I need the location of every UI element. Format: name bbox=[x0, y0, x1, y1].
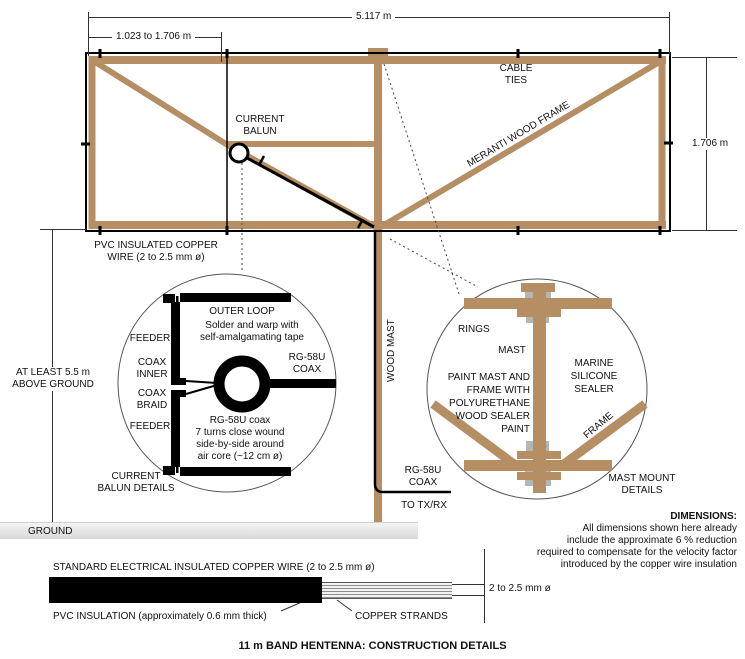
coax-coil bbox=[213, 355, 271, 413]
marine-sealer-label: MARINE SILICONE SEALER bbox=[570, 358, 618, 395]
dim-height: 1.706 m bbox=[688, 138, 733, 150]
dim-above-ground: AT LEAST 5.5 m ABOVE GROUND bbox=[8, 367, 98, 391]
detail-mast-cap bbox=[521, 283, 555, 292]
rings-label: RINGS bbox=[458, 324, 490, 335]
ring-bottom-lower bbox=[517, 472, 561, 480]
ring-bottom-upper bbox=[517, 451, 561, 459]
feeder-bottom-label: FEEDER bbox=[129, 421, 171, 432]
outer-loop-bar bbox=[180, 293, 291, 302]
outer-loop-label: OUTER LOOP bbox=[209, 306, 275, 317]
coax-feed-bar bbox=[265, 379, 336, 388]
to-txrx-label: TO TX/RX bbox=[401, 500, 447, 511]
dimensions-note-heading: DIMENSIONS: bbox=[670, 511, 737, 522]
silicone-sealer-top bbox=[525, 287, 551, 299]
rg58-detail-label: RG-58U COAX bbox=[288, 352, 326, 375]
current-balun-details-caption: CURRENT BALUN DETAILS bbox=[97, 471, 175, 494]
ground-surface bbox=[0, 522, 418, 539]
coil-note: RG-58U coax 7 turns close wound side-by-… bbox=[195, 415, 285, 462]
wood-mast-label: WOOD MAST bbox=[386, 319, 397, 382]
detail-bottom-frame-bar bbox=[464, 460, 612, 471]
coax-diagonal bbox=[246, 156, 375, 229]
pvc-insulation-bar bbox=[49, 577, 322, 603]
coax-tie-2 bbox=[356, 218, 365, 229]
current-balun-label: CURRENT BALUN bbox=[235, 114, 285, 137]
frame-label: FRAME bbox=[581, 410, 616, 442]
copper-strands-bar bbox=[322, 582, 452, 599]
dim-total-width: 5.117 m bbox=[352, 11, 396, 23]
current-balun-symbol bbox=[228, 142, 250, 164]
detail-mast bbox=[533, 283, 546, 493]
feeder-top-label: FEEDER bbox=[129, 333, 171, 344]
detail-top-frame-bar bbox=[464, 298, 612, 309]
dimensions-note: DIMENSIONS: All dimensions shown here al… bbox=[440, 511, 737, 571]
brace-center-diagonal bbox=[224, 141, 379, 231]
silicone-sealer-bottom bbox=[525, 470, 551, 486]
ring-top bbox=[517, 309, 561, 317]
ground-label: GROUND bbox=[28, 526, 73, 537]
standard-wire-label: STANDARD ELECTRICAL INSULATED COPPER WIR… bbox=[53, 562, 375, 573]
rg58-coax-label: RG-58U COAX bbox=[404, 465, 442, 488]
mast-mount-details-caption: MAST MOUNT DETAILS bbox=[608, 473, 676, 496]
antenna-wire-loop bbox=[85, 52, 671, 232]
pvc-insulation-label: PVC INSULATION (approximately 0.6 mm thi… bbox=[53, 611, 267, 622]
brace-left-diagonal bbox=[90, 57, 228, 147]
pvc-wire-label: PVC INSULATED COPPER WIRE (2 to 2.5 mm ø… bbox=[94, 240, 218, 263]
wire-diameter-label: 2 to 2.5 mm ø bbox=[489, 583, 551, 594]
cable-ties-label: CABLE TIES bbox=[499, 63, 533, 86]
diagram-title: 11 m BAND HENTENNA: CONSTRUCTION DETAILS bbox=[238, 640, 507, 652]
cable-ties bbox=[81, 49, 673, 235]
outer-loop-bottom-bar bbox=[180, 467, 291, 476]
coax-braid-label: COAX BRAID bbox=[136, 388, 168, 411]
mast-label: MAST bbox=[498, 345, 526, 356]
paint-note: PAINT MAST AND FRAME WITH POLYURETHANE W… bbox=[447, 372, 530, 435]
coax-inner-label: COAX INNER bbox=[136, 357, 168, 380]
copper-strands-label: COPPER STRANDS bbox=[355, 611, 448, 622]
solder-note: Solder and warp with self-amalgamating t… bbox=[200, 320, 304, 343]
meranti-wood-frame-label: MERANTI WOOD FRAME bbox=[465, 99, 572, 170]
dim-feed-section: 1.023 to 1.706 m bbox=[112, 31, 196, 43]
coax-tie-1 bbox=[257, 155, 266, 166]
